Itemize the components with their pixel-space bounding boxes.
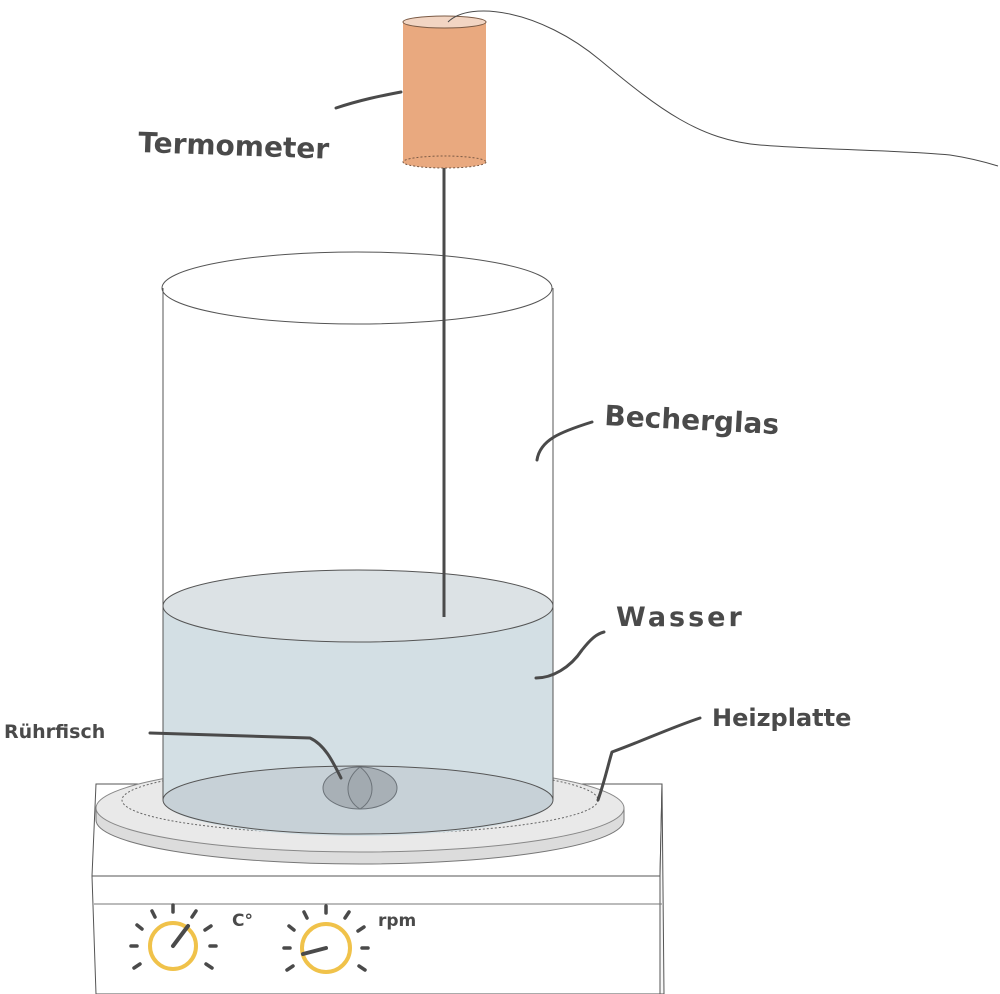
label-hotplate: Heizplatte — [712, 704, 851, 732]
hotplate-leader — [596, 716, 702, 802]
thermometer-cap — [402, 15, 487, 29]
thermometer — [402, 10, 999, 617]
temperature-knob[interactable] — [129, 903, 218, 971]
stir-bar-band — [347, 766, 373, 810]
thermometer-leader — [334, 90, 403, 110]
label-knob-temp: C° — [232, 911, 253, 931]
hotplate-side-face — [659, 783, 665, 994]
speed-knob[interactable] — [282, 904, 370, 974]
label-stirrer: Rührfisch — [4, 721, 105, 743]
dial-knob-icon — [282, 904, 370, 974]
label-thermometer: Termometer — [138, 126, 330, 166]
hotplate-front-face — [91, 875, 661, 994]
beaker-top-rim — [161, 251, 553, 325]
label-knob-speed: rpm — [378, 911, 416, 931]
thermometer-bottom — [402, 155, 487, 169]
dial-knob-icon — [129, 903, 218, 971]
stir-bar — [322, 766, 398, 810]
thermometer-body — [403, 22, 486, 162]
stirrer-leader — [148, 731, 343, 780]
label-beaker: Becherglas — [604, 399, 780, 441]
water-leader — [534, 630, 606, 680]
label-water: Wasser — [616, 602, 745, 633]
beaker-leader — [535, 420, 594, 462]
thermometer-cable — [447, 10, 999, 167]
water-surface — [162, 569, 554, 643]
